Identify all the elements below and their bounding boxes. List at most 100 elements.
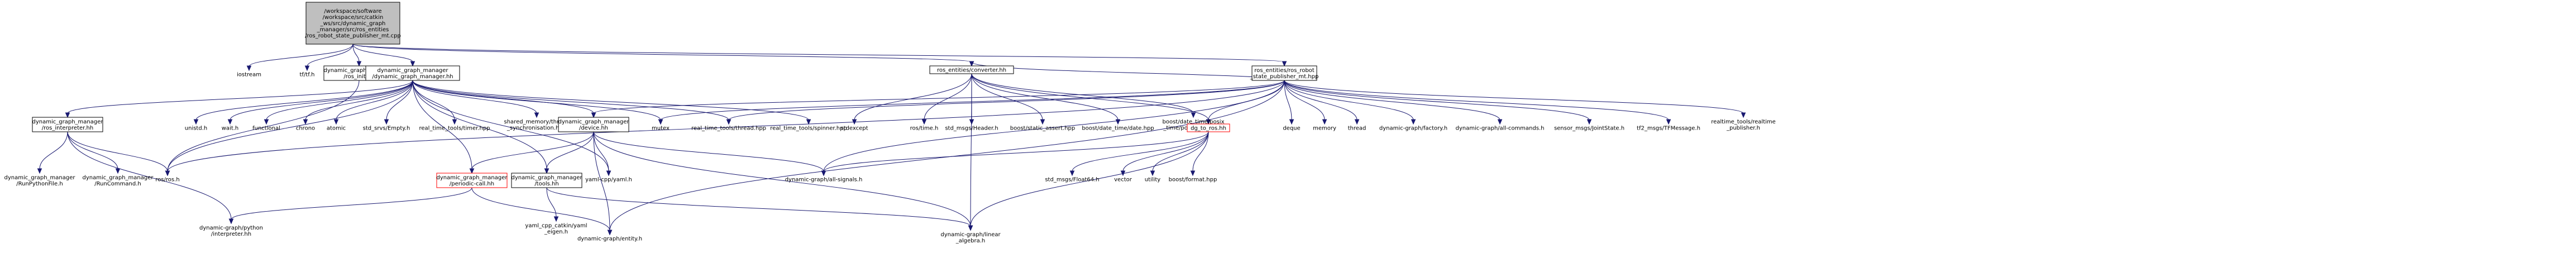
edge-arrowhead — [553, 216, 559, 222]
node-label-line: real_time_tools/spinner.hpp — [770, 126, 847, 132]
edge-line — [352, 44, 1285, 63]
node-label-line: dg_to_ros.hh — [1191, 126, 1226, 132]
node-label-line: dynamic_graph_manager — [377, 68, 449, 74]
edge-arrowhead — [1206, 119, 1211, 125]
edge-line — [352, 44, 360, 63]
node-label-line: _eigen.h — [544, 229, 568, 235]
node-boost-static-assert: boost/static_assert.hpp — [1010, 126, 1075, 132]
edge-line — [230, 80, 413, 121]
node-rt-realtime-pub: realtime_tools/realtime_publisher.h — [1711, 119, 1776, 131]
node-dgm-periodic-call[interactable]: dynamic_graph_manager/periodic-call.hh — [436, 173, 508, 188]
edge-line — [593, 131, 824, 172]
node-dgm-run-command: dynamic_graph_manager/RunCommand.h — [83, 175, 154, 187]
node-label-line: dynamic_graph_manager — [4, 175, 76, 181]
edge-line — [854, 73, 972, 121]
node-label-line: chrono — [296, 126, 315, 132]
edge-ros-rsp-mt-to-rt-thread — [726, 80, 1285, 125]
edge-dg-to-ros-to-dg-linear-algebra — [968, 131, 1209, 231]
edge-line — [1122, 131, 1209, 172]
edge-line — [1072, 131, 1209, 172]
node-yaml-cpp: yaml-cpp/yaml.h — [585, 177, 632, 183]
edge-arrowhead — [1666, 119, 1671, 125]
edge-arrowhead — [1586, 119, 1592, 125]
edge-dgm-tools-to-yaml-eigen — [546, 187, 559, 222]
edge-dg-to-ros-to-dg-all-signals — [821, 131, 1209, 176]
edge-arrowhead — [115, 168, 121, 174]
edge-line — [386, 80, 413, 121]
edge-line — [167, 80, 1285, 172]
node-ros-converter[interactable]: ros_entities/converter.hh — [929, 65, 1014, 74]
edge-ros-rsp-mt-to-dg-entity — [607, 80, 1285, 236]
edge-arrowhead — [1741, 112, 1746, 118]
edge-line — [1284, 80, 1414, 121]
edge-line — [1152, 131, 1209, 172]
edge-arrowhead — [384, 119, 389, 125]
edge-ros-rsp-mt-to-sensor-msgs-joint — [1284, 80, 1592, 125]
edge-arrowhead — [968, 225, 973, 231]
node-dg-python-interp: dynamic-graph/python/interpreter.hh — [199, 225, 263, 237]
edge-dgm-periodic-call-to-dg-python-interp — [228, 187, 472, 225]
node-dg-to-ros[interactable]: dg_to_ros.hh — [1187, 123, 1230, 132]
edge-dgm-ros-interp-to-dgm-run-command — [67, 131, 121, 174]
node-label-line: unistd.h — [185, 126, 207, 132]
node-label-line: _synchronisation.hpp — [506, 125, 566, 131]
edge-dgm-dgm-to-atomic — [333, 80, 413, 125]
node-label-line: boost/static_assert.hpp — [1010, 126, 1075, 132]
edge-line — [971, 61, 1285, 81]
edge-line — [39, 131, 68, 170]
node-label-line: stdexcept — [840, 126, 868, 132]
node-ros-rsp-mt[interactable]: ros_entities/ros_robot_state_publisher_m… — [1250, 65, 1319, 81]
edge-line — [412, 80, 455, 121]
node-label-line: dynamic_graph_manager — [32, 119, 104, 125]
edge-dgm-device-to-dg-all-signals — [593, 131, 826, 176]
node-dgm-tools[interactable]: dynamic_graph_manager/tools.hh — [511, 173, 583, 188]
node-label-line: functional — [252, 126, 280, 132]
edge-line — [1284, 80, 1590, 121]
edge-line — [728, 80, 1285, 121]
node-dg-entity: dynamic-graph/entity.h — [577, 236, 642, 242]
edge-arrowhead — [821, 170, 826, 176]
node-functional: functional — [252, 126, 280, 132]
edge-arrowhead — [1411, 119, 1416, 125]
edge-arrowhead — [165, 170, 170, 176]
node-label-line: yaml_cpp_catkin/yaml — [525, 223, 587, 229]
node-label-line: real_time_tools/thread.hpp — [691, 126, 766, 132]
node-dgm-ros-interp[interactable]: dynamic_graph_manager/ros_interpreter.hh — [32, 117, 104, 132]
edge-arrowhead — [534, 112, 539, 118]
node-box — [32, 117, 103, 132]
node-dg-linear-algebra: dynamic-graph/linear_algebra.h — [940, 232, 1001, 244]
edge-line — [593, 131, 609, 172]
node-label-line: boost/format.hpp — [1169, 177, 1217, 183]
node-label-line: dynamic_graph_manager — [324, 68, 395, 74]
node-label-line: tf2_msgs/TFMessage.h — [1637, 126, 1700, 132]
edge-dgm-dgm-to-rt-spinner — [412, 80, 811, 125]
edge-root-to-dgm-ros-init — [352, 44, 362, 67]
node-rt-timer: real_time_tools/timer.hpp — [419, 126, 490, 132]
node-root[interactable]: /workspace/software/workspace/src/catkin… — [305, 2, 401, 45]
edge-dgm-dgm-to-chrono — [303, 80, 413, 125]
edge-line — [660, 80, 1285, 121]
node-dgm-dgm[interactable]: dynamic_graph_manager/dynamic_graph_mana… — [365, 65, 460, 81]
edge-dgm-dgm-to-wait-h — [227, 80, 413, 125]
node-label-line: /workspace/software — [324, 8, 381, 15]
edge-arrowhead — [1190, 170, 1196, 176]
node-dgm-run-python: dynamic_graph_manager/RunPythonFile.h — [4, 175, 76, 187]
node-label-line: /device.hh — [579, 125, 608, 131]
edge-dgm-ros-interp-to-dgm-run-python — [37, 131, 68, 174]
edge-dgm-device-to-dg-linear-algebra — [593, 131, 973, 231]
node-label-line: std_msgs/Float64.h — [1045, 177, 1099, 183]
edge-line — [231, 187, 472, 220]
node-rt-spinner: real_time_tools/spinner.hpp — [770, 126, 847, 132]
node-utility: utility — [1145, 177, 1161, 183]
edge-arrowhead — [303, 119, 308, 125]
edge-line — [195, 80, 413, 121]
node-dgm-device[interactable]: dynamic_graph_manager/device.hh — [558, 117, 630, 132]
edge-arrowhead — [806, 119, 811, 125]
node-label-line: mutex — [652, 126, 670, 132]
node-label-line: std_msgs/Header.h — [945, 126, 998, 132]
node-label-line: dynamic-graph/factory.h — [1379, 126, 1447, 132]
edge-line — [412, 80, 661, 121]
edge-arrowhead — [1191, 112, 1196, 118]
edge-line — [67, 131, 118, 170]
